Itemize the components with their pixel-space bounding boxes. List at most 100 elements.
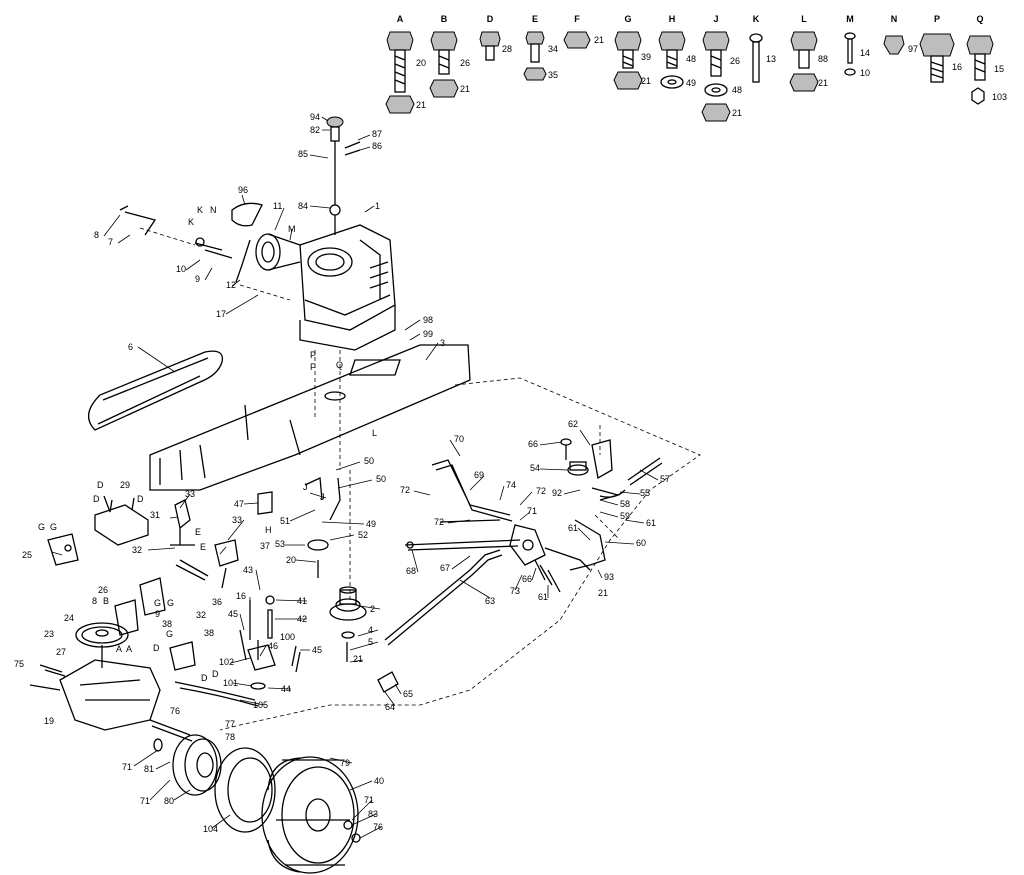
callout-label: 71 — [527, 506, 537, 516]
callout-label: 2 — [370, 604, 375, 614]
callout-label: 38 — [204, 628, 214, 638]
callout-label: 75 — [14, 659, 24, 669]
hardware-part-number: 26 — [730, 56, 740, 66]
callout-label: 12 — [226, 280, 236, 290]
hardware-letter: M — [846, 14, 854, 24]
callout-label: 47 — [234, 499, 244, 509]
callout-label: 81 — [144, 764, 154, 774]
hardware-letter: A — [397, 14, 404, 24]
callout-label: 53 — [275, 539, 285, 549]
hardware-part-number: 16 — [952, 62, 962, 72]
callout-label: 80 — [164, 796, 174, 806]
callout-label: N — [210, 205, 217, 215]
hardware-letter: D — [487, 14, 494, 24]
hardware-bolt-g: G 39 21 — [613, 14, 651, 90]
callout-label: 73 — [510, 586, 520, 596]
callout-label: K — [188, 217, 194, 227]
callout-label: 102 — [219, 657, 234, 667]
callout-label: 67 — [440, 563, 450, 573]
hardware-letter: H — [669, 14, 676, 24]
callout-label: 3 — [440, 338, 445, 348]
hardware-part-number: 15 — [994, 64, 1004, 74]
callout-label: 49 — [366, 519, 376, 529]
drive-belt — [88, 350, 224, 431]
hardware-letter: L — [801, 14, 807, 24]
callout-label: 105 — [253, 700, 268, 710]
hardware-nut-number: 48 — [732, 85, 742, 95]
assembly-drawing — [29, 116, 701, 874]
callout-label: 59 — [620, 511, 630, 521]
callout-label: 82 — [310, 125, 320, 135]
callout-label: 71 — [364, 795, 374, 805]
hardware-letter: E — [532, 14, 538, 24]
callout-label: L — [372, 428, 377, 438]
hardware-nut-number: 21 — [460, 84, 470, 94]
throttle-control — [326, 116, 361, 235]
hardware-bolt-h: H 48 49 — [658, 14, 696, 89]
hardware-part-number: 39 — [641, 52, 651, 62]
hardware-legend: A 20 21 B 26 21 D 28 E — [385, 14, 1007, 122]
callout-label: 77 — [225, 719, 235, 729]
callout-label: 52 — [358, 530, 368, 540]
hardware-part-number: 26 — [460, 58, 470, 68]
callout-label: D — [93, 494, 100, 504]
hardware-bolt-d: D 28 — [479, 14, 512, 61]
callout-label: 72 — [400, 485, 410, 495]
hardware-nut-number: 21 — [818, 78, 828, 88]
callout-label: 84 — [298, 201, 308, 211]
callout-label: 46 — [268, 641, 278, 651]
callout-label: 66 — [522, 574, 532, 584]
callout-label: 31 — [150, 510, 160, 520]
callout-label: 50 — [376, 474, 386, 484]
hardware-letter: F — [574, 14, 580, 24]
callout-label: 19 — [44, 716, 54, 726]
hardware-nut-number: 21 — [416, 100, 426, 110]
callout-label: P — [310, 350, 316, 360]
brake-linkage — [560, 425, 663, 571]
callout-label: 45 — [312, 645, 322, 655]
callout-label: 78 — [225, 732, 235, 742]
callout-label: 5 — [368, 637, 373, 647]
callout-label: 9 — [155, 609, 160, 619]
callout-label: 69 — [474, 470, 484, 480]
hardware-nut-number: 49 — [686, 78, 696, 88]
hardware-letter: J — [713, 14, 718, 24]
callout-label: D — [201, 673, 208, 683]
hardware-nut-number: 10 — [860, 68, 870, 78]
callout-label: G — [166, 629, 173, 639]
callout-label: F — [310, 362, 316, 372]
hardware-letter: P — [934, 14, 940, 24]
callout-label: 37 — [260, 541, 270, 551]
callout-label: 23 — [44, 629, 54, 639]
hardware-part-number: 13 — [766, 54, 776, 64]
callout-label: K — [197, 205, 203, 215]
callout-label: 50 — [364, 456, 374, 466]
callout-label: 58 — [620, 499, 630, 509]
leader-lines — [51, 116, 659, 839]
hardware-part-number: 21 — [594, 35, 604, 45]
callout-label: 20 — [286, 555, 296, 565]
callout-label: A — [116, 644, 122, 654]
callout-label: 51 — [280, 516, 290, 526]
callout-label: 99 — [423, 329, 433, 339]
callout-label: 27 — [56, 647, 66, 657]
callout-label: 24 — [64, 613, 74, 623]
callout-label: 61 — [538, 592, 548, 602]
callout-label: 71 — [140, 796, 150, 806]
callout-label: 29 — [120, 480, 130, 490]
callout-label: 54 — [530, 463, 540, 473]
callout-label: J — [303, 482, 308, 492]
callout-label: 25 — [22, 550, 32, 560]
hardware-bolt-j: J 26 48 21 — [701, 14, 742, 122]
callout-label: 7 — [108, 237, 113, 247]
hardware-nut-number-2: 21 — [732, 108, 742, 118]
hardware-bolt-b: B 26 21 — [429, 14, 470, 98]
callout-label: 92 — [552, 488, 562, 498]
hardware-nut-f: F 21 — [563, 14, 604, 49]
callout-label: G — [50, 522, 57, 532]
callout-label: 21 — [598, 588, 608, 598]
hardware-part-number: 14 — [860, 48, 870, 58]
hardware-pin-k: K 13 — [749, 14, 776, 83]
callout-label: 86 — [372, 141, 382, 151]
callout-label: 68 — [406, 566, 416, 576]
